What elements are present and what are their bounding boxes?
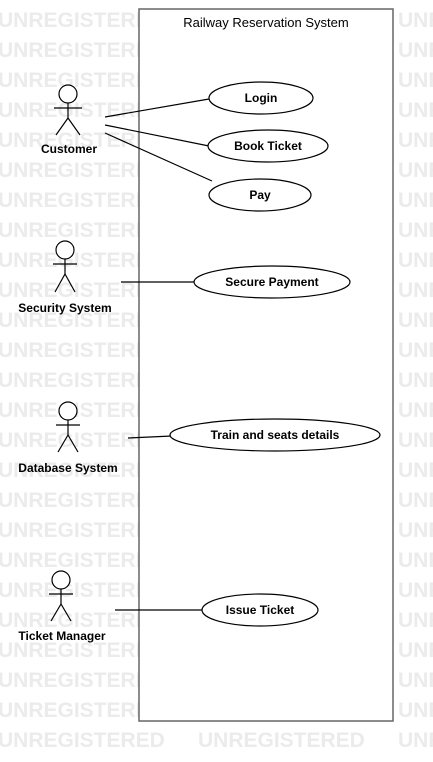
association-customer-pay[interactable] <box>104 132 213 182</box>
watermark-text: UNREGISTERED <box>0 9 165 32</box>
association-customer-book-ticket[interactable] <box>104 124 210 147</box>
watermark-text: UNREGISTERED <box>398 189 433 212</box>
watermark-text: UNREGISTERED <box>0 69 165 92</box>
watermark-text: UNREGISTERED <box>0 309 165 332</box>
watermark-text: UNREGISTERED <box>0 639 165 662</box>
watermark-text: UNREGISTERED <box>0 249 165 272</box>
watermark-text: UNREGISTERED <box>398 759 433 762</box>
use-case-secure-payment-label: Secure Payment <box>225 275 318 289</box>
actor-database-system[interactable]: Database System <box>18 401 118 475</box>
watermark-text: UNREGISTERED <box>198 729 365 752</box>
watermark-text: UNREGISTERED <box>0 579 165 602</box>
watermark-text: UNREGISTERED <box>0 99 165 122</box>
actor-ticket-manager[interactable]: Ticket Manager <box>18 570 106 643</box>
watermark-text: UNREGISTERED <box>398 399 433 422</box>
watermark-text: UNREGISTERED <box>0 219 165 242</box>
use-case-issue-ticket-label: Issue Ticket <box>226 603 294 617</box>
stick-figure-icon <box>56 401 80 453</box>
actor-ticket-manager-label: Ticket Manager <box>18 629 105 643</box>
watermark-text: UNREGISTERED <box>398 549 433 572</box>
watermark-text: UNREGISTERED <box>0 399 165 422</box>
watermark-text: UNREGISTERED <box>0 339 165 362</box>
watermark-text: UNREGISTERED <box>0 159 165 182</box>
watermark-text: UNREGISTERED <box>398 459 433 482</box>
watermark-text: UNREGISTERED <box>0 459 165 482</box>
associations <box>104 98 213 611</box>
watermark-text: UNREGISTERED <box>398 249 433 272</box>
watermark-text: UNREGISTERED <box>398 39 433 62</box>
watermark-text: UNREGISTERED <box>0 699 165 722</box>
watermark-text: UNREGISTERED <box>398 609 433 632</box>
watermark-text: UNREGISTERED <box>398 69 433 92</box>
actor-security-system-label: Security System <box>18 301 111 315</box>
actor-database-system-label: Database System <box>18 461 117 475</box>
watermark-text: UNREGISTERED <box>398 489 433 512</box>
system-title: Railway Reservation System <box>183 15 348 30</box>
watermark-text: UNREGISTERED <box>398 99 433 122</box>
stick-figure-icon <box>49 570 73 622</box>
watermark-text: UNREGISTERED <box>398 639 433 662</box>
stick-figure-icon <box>54 84 82 136</box>
watermark-text: UNREGISTERED <box>0 369 165 392</box>
watermark-text: UNREGISTERED <box>398 219 433 242</box>
watermark-text: UNREGISTERED <box>398 159 433 182</box>
watermark-text: UNREGISTERED <box>398 369 433 392</box>
watermark-text: UNREGISTERED <box>0 39 165 62</box>
use-case-train-details-label: Train and seats details <box>211 428 340 442</box>
watermark-text: UNREGISTERED <box>398 729 433 752</box>
watermark-text: UNREGISTERED <box>398 279 433 302</box>
stick-figure-icon <box>53 240 77 293</box>
use-case-pay[interactable]: Pay <box>208 178 312 212</box>
use-case-train-details[interactable]: Train and seats details <box>169 418 381 452</box>
watermark-text: UNREGISTERED <box>398 519 433 542</box>
association-database-train-details[interactable] <box>127 435 173 439</box>
watermark-text: UNREGISTERED <box>0 549 165 572</box>
watermark-text: UNREGISTERED <box>198 759 365 762</box>
watermark-text: UNREGISTERED <box>0 669 165 692</box>
use-case-book-ticket[interactable]: Book Ticket <box>207 129 329 163</box>
watermark-text: UNREGISTERED <box>398 9 433 32</box>
watermark-text: UNREGISTERED <box>0 609 165 632</box>
watermark-text: UNREGISTERED <box>0 129 165 152</box>
watermark-text: UNREGISTERED <box>0 279 165 302</box>
watermark-text: UNREGISTERED <box>0 489 165 512</box>
use-case-login-label: Login <box>245 91 278 105</box>
watermark-text: UNREGISTERED <box>398 129 433 152</box>
watermark-text: UNREGISTERED <box>398 579 433 602</box>
watermark-text: UNREGISTERED <box>398 309 433 332</box>
use-case-book-ticket-label: Book Ticket <box>234 139 302 153</box>
use-case-secure-payment[interactable]: Secure Payment <box>193 265 351 299</box>
watermark-text: UNREGISTERED <box>398 339 433 362</box>
watermark-text: UNREGISTERED <box>0 429 165 452</box>
watermark-text: UNREGISTERED <box>398 699 433 722</box>
watermark-text: UNREGISTERED <box>398 669 433 692</box>
watermark-text: UNREGISTERED <box>0 729 165 752</box>
actor-customer[interactable]: Customer <box>41 84 97 156</box>
actor-security-system[interactable]: Security System <box>18 240 112 315</box>
actor-customer-label: Customer <box>41 142 97 156</box>
watermark-text: UNREGISTERED <box>0 519 165 542</box>
use-case-issue-ticket[interactable]: Issue Ticket <box>201 593 319 627</box>
watermark-text: UNREGISTERED <box>0 759 165 762</box>
watermark-text: UNREGISTERED <box>0 189 165 212</box>
use-case-login[interactable]: Login <box>208 81 314 115</box>
use-case-pay-label: Pay <box>249 188 271 202</box>
watermark-text: UNREGISTERED <box>398 429 433 452</box>
association-customer-login[interactable] <box>104 98 210 118</box>
